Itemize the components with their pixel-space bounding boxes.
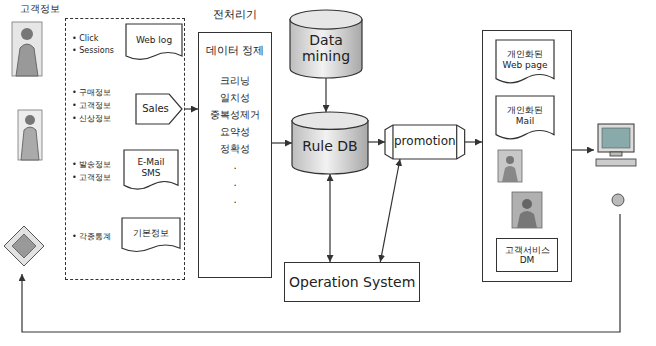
scroll-outline xyxy=(385,125,465,159)
stage-steps: 크리닝 일치성 중복성제거 요약성 정확성 . . . xyxy=(204,72,266,208)
figure-head xyxy=(21,28,33,40)
data-item: • Click xyxy=(72,34,98,43)
document-shape: 기본정보 xyxy=(122,218,180,254)
cylinder-top xyxy=(292,112,368,129)
group-heading: 고객정보 xyxy=(20,3,60,15)
device-icon xyxy=(612,194,624,206)
data-item: • 구매정보 xyxy=(72,88,111,97)
image-figure xyxy=(517,211,537,228)
figure-body xyxy=(21,127,39,160)
figure-body xyxy=(16,44,38,76)
document-shape: Web log xyxy=(126,24,182,62)
personalized-images xyxy=(498,150,542,228)
connector-arrow xyxy=(325,78,326,112)
photo-frame xyxy=(18,110,42,160)
process-box: Operation System xyxy=(284,262,420,302)
monitor xyxy=(598,124,634,152)
output-arrow xyxy=(572,149,594,150)
node-text: E-Mail SMS xyxy=(127,157,175,178)
data-item: • 고객정보 xyxy=(72,101,111,110)
connector-arrow xyxy=(368,141,385,142)
data-item: • 고객정보 xyxy=(72,173,111,182)
hand-device-inner xyxy=(12,234,36,258)
image-figure xyxy=(522,199,532,209)
connector-arrow xyxy=(380,159,400,262)
document-outline xyxy=(126,24,182,59)
computer-icon xyxy=(596,124,636,206)
node-text: Sales xyxy=(142,103,169,115)
output-group: 개인화된 Web page 개인화된 Mail 고객서비스 DM xyxy=(482,30,572,282)
image-figure xyxy=(502,166,518,182)
document-outline xyxy=(496,40,554,83)
stage-title: 데이터 정제 xyxy=(206,45,265,58)
process-box: promotion xyxy=(385,125,465,159)
image-thumb xyxy=(512,192,542,228)
data-item: • 각종통계 xyxy=(72,232,111,241)
feedback-line xyxy=(22,214,620,332)
node-text: promotion xyxy=(394,135,456,149)
node-text: 기본정보 xyxy=(133,228,169,238)
monitor-stand xyxy=(610,152,622,156)
hand-device xyxy=(4,226,44,266)
document-outline xyxy=(122,218,180,251)
image-figure xyxy=(506,156,514,164)
database-cylinder: Rule DB xyxy=(292,112,368,174)
database-cylinder: Data mining xyxy=(290,10,362,78)
node-text: 개인화된 Web page xyxy=(499,49,551,70)
node-text: Operation System xyxy=(289,274,415,290)
data-item: • Sessions xyxy=(72,46,114,55)
data-item: • 발송정보 xyxy=(72,160,111,169)
node-text: 개인화된 Mail xyxy=(499,105,551,126)
connector-arrow xyxy=(185,108,198,109)
node-text: Web log xyxy=(136,35,172,45)
arrow-outline xyxy=(136,94,182,124)
node-text: 고객서비스 DM xyxy=(500,245,554,266)
photo-frame xyxy=(12,22,42,76)
node-text: Rule DB xyxy=(302,138,357,154)
document-shape: 개인화된 Mail xyxy=(496,96,554,142)
process-box: 고객서비스 DM xyxy=(496,238,558,272)
customer-figure xyxy=(12,22,42,76)
stage-heading: 전처리기 xyxy=(189,9,281,22)
document-shape: 개인화된 Web page xyxy=(496,40,554,86)
monitor-screen xyxy=(602,128,630,148)
cylinder-top xyxy=(290,10,362,29)
arrow-shape: Sales xyxy=(136,94,182,124)
document-outline xyxy=(124,150,178,189)
document-shape: E-Mail SMS xyxy=(124,150,178,192)
scroll-edge xyxy=(393,125,457,159)
image-thumb xyxy=(498,150,522,182)
connector-arrow xyxy=(465,141,482,142)
connector-arrow xyxy=(329,174,330,262)
customer-figure xyxy=(18,110,42,160)
keyboard xyxy=(596,159,636,166)
connector-arrow xyxy=(272,142,292,143)
document-outline xyxy=(496,96,554,139)
preprocessor-box: 전처리기데이터 정제크리닝 일치성 중복성제거 요약성 정확성 . . . xyxy=(198,32,272,278)
figure-head xyxy=(25,115,35,125)
data-item: • 신상정보 xyxy=(72,114,111,123)
customer-figure xyxy=(4,226,44,266)
node-text: Data mining xyxy=(293,32,359,64)
